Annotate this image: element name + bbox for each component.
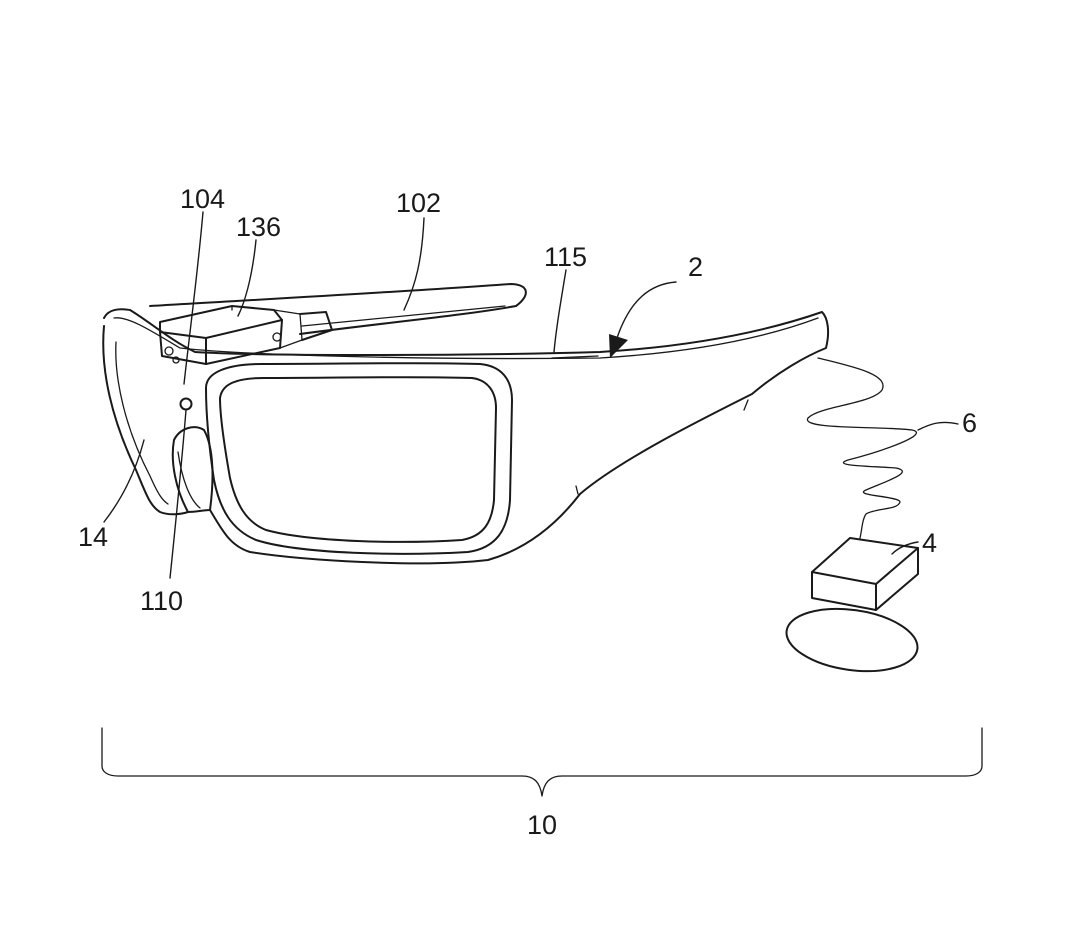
frame-outer <box>103 308 830 565</box>
head-mounted-display-glasses <box>102 283 830 565</box>
label-4: 4 <box>922 528 937 558</box>
label-104: 104 <box>180 184 225 214</box>
reference-arrow-2 <box>609 281 677 358</box>
side-shield <box>102 325 189 516</box>
assembly-brace <box>101 727 983 797</box>
label-102: 102 <box>396 188 441 218</box>
reference-numerals: 104 136 102 115 2 6 4 14 110 10 <box>78 184 977 840</box>
far-temple-arm <box>149 283 527 335</box>
label-136: 136 <box>236 212 281 242</box>
label-6: 6 <box>962 408 977 438</box>
label-2: 2 <box>688 252 703 282</box>
nose-bridge <box>171 426 214 513</box>
leader-lines <box>103 211 959 579</box>
lens-rim <box>205 362 513 555</box>
label-110: 110 <box>140 586 183 616</box>
label-10: 10 <box>527 810 557 840</box>
lens <box>219 376 497 543</box>
connecting-cord <box>807 357 917 539</box>
label-14: 14 <box>78 522 108 552</box>
label-115: 115 <box>544 242 587 272</box>
sensor-110 <box>179 397 193 411</box>
processing-unit <box>785 537 919 673</box>
